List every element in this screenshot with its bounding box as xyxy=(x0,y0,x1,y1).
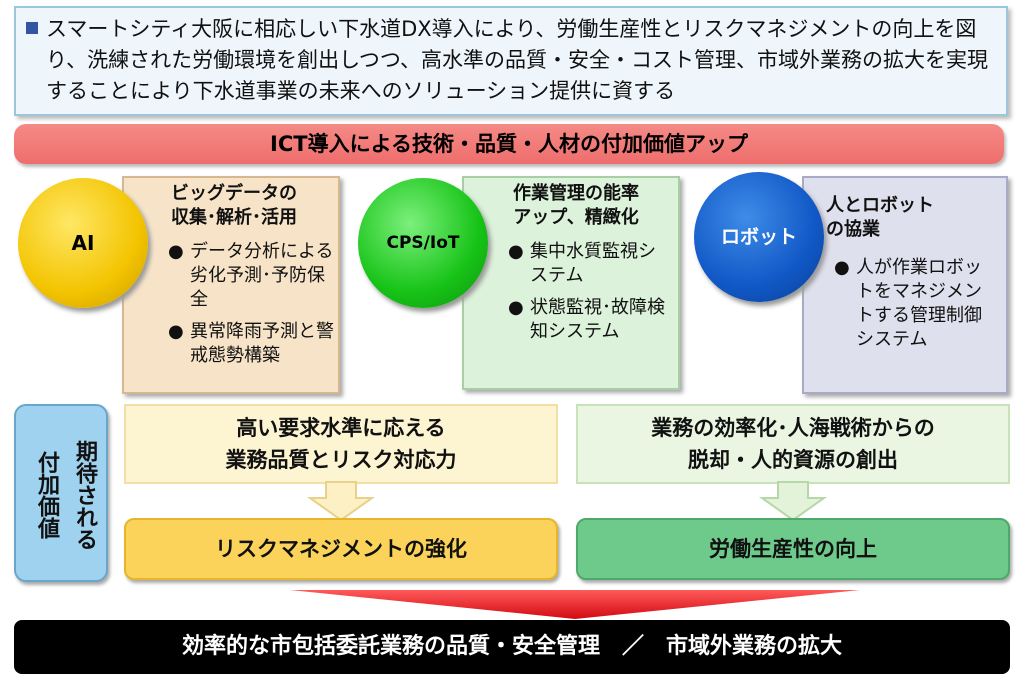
efficiency-value-box: 業務の効率化･人海戦術からの 脱却・人的資源の創出 xyxy=(576,404,1010,484)
efficiency-value-text: 業務の効率化･人海戦術からの 脱却・人的資源の創出 xyxy=(578,412,1008,476)
dot-bullet-icon: ● xyxy=(508,241,524,262)
list-item: ●状態監視･故障検知システム xyxy=(508,297,665,342)
down-arrow-icon xyxy=(306,480,376,522)
ict-banner: ICT導入による技術・品質・人材の付加価値アップ xyxy=(14,124,1004,164)
robot-heading-line-1: 人とロボット xyxy=(826,195,934,216)
list-item: ●集中水質監視システム xyxy=(508,241,656,286)
efficiency-line-2: 脱却・人的資源の創出 xyxy=(688,448,898,472)
cps-iot-heading-line-1: 作業管理の能率 xyxy=(513,183,639,204)
cps-iot-item-list: ●集中水質監視システム ●状態監視･故障検知システム xyxy=(508,240,668,352)
ai-heading-line-1: ビッグデータの xyxy=(171,183,297,204)
expected-value-label: 期待される 付加価値 xyxy=(14,404,108,582)
ai-heading: ビッグデータの 収集･解析･活用 xyxy=(144,182,324,230)
bottom-goal-bar: 効率的な市包括委託業務の品質・安全管理 ／ 市域外業務の拡大 xyxy=(14,620,1010,674)
expected-value-column-1: 期待される xyxy=(72,440,97,550)
list-item: ●人が作業ロボットをマネジメントする管理制御システム xyxy=(834,257,982,350)
dot-bullet-icon: ● xyxy=(168,241,184,262)
productivity-outcome-text: 労働生産性の向上 xyxy=(709,537,877,561)
robot-item-list: ●人が作業ロボットをマネジメントする管理制御システム xyxy=(834,256,994,360)
vision-statement-box: スマートシティ大阪に相応しい下水道DX導入により、労働生産性とリスクマネジメント… xyxy=(14,6,1008,116)
robot-heading-line-2: の協業 xyxy=(826,219,880,240)
risk-management-outcome: リスクマネジメントの強化 xyxy=(124,518,558,580)
robot-category-box: 人とロボット の協業 ●人が作業ロボットをマネジメントする管理制御システム xyxy=(802,176,1008,394)
quality-risk-line-2: 業務品質とリスク対応力 xyxy=(225,448,457,472)
quality-risk-value-box: 高い要求水準に応える 業務品質とリスク対応力 xyxy=(124,404,558,484)
dot-bullet-icon: ● xyxy=(508,297,524,318)
ai-heading-line-2: 収集･解析･活用 xyxy=(171,207,297,228)
quality-risk-line-1: 高い要求水準に応える xyxy=(236,416,446,440)
efficiency-line-1: 業務の効率化･人海戦術からの xyxy=(651,416,935,440)
productivity-outcome: 労働生産性の向上 xyxy=(576,518,1010,580)
ai-category-box: ビッグデータの 収集･解析･活用 ●データ分析による劣化予測･予防保全 ●異常降… xyxy=(122,176,340,394)
robot-heading: 人とロボット の協業 xyxy=(826,194,982,242)
cps-iot-heading-line-2: アップ、精緻化 xyxy=(513,207,639,228)
expected-value-column-2: 付加価値 xyxy=(34,451,59,539)
ai-item-list: ●データ分析による劣化予測･予防保全 ●異常降雨予測と警戒態勢構築 xyxy=(168,240,334,376)
down-arrow-icon xyxy=(758,480,828,522)
vision-statement-text: スマートシティ大阪に相応しい下水道DX導入により、労働生産性とリスクマネジメント… xyxy=(46,17,989,103)
risk-management-outcome-text: リスクマネジメントの強化 xyxy=(215,537,467,561)
list-item: ●データ分析による劣化予測･予防保全 xyxy=(168,241,334,310)
square-bullet-icon xyxy=(26,22,38,34)
dot-bullet-icon: ● xyxy=(168,321,184,342)
cps-iot-circle: CPS/IoT xyxy=(358,178,488,308)
dot-bullet-icon: ● xyxy=(834,257,850,278)
bottom-goal-text: 効率的な市包括委託業務の品質・安全管理 ／ 市域外業務の拡大 xyxy=(181,634,842,659)
quality-risk-value-text: 高い要求水準に応える 業務品質とリスク対応力 xyxy=(126,412,556,476)
big-down-arrow-icon xyxy=(290,588,860,620)
ai-circle: AI xyxy=(18,178,148,308)
list-item: ●異常降雨予測と警戒態勢構築 xyxy=(168,321,334,366)
cps-iot-heading: 作業管理の能率 アップ、精緻化 xyxy=(484,182,668,230)
robot-circle: ロボット xyxy=(694,172,824,302)
cps-iot-category-box: 作業管理の能率 アップ、精緻化 ●集中水質監視システム ●状態監視･故障検知シス… xyxy=(462,176,680,390)
